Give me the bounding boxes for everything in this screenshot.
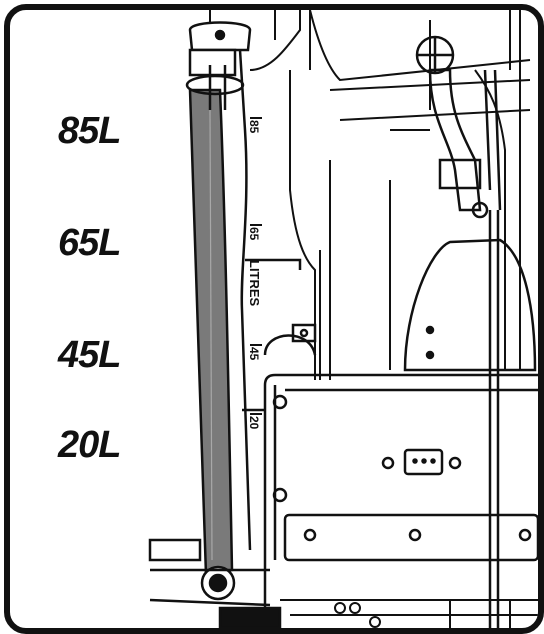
scale-mark-20: 20 [247,416,261,430]
scale-mark-45: 45 [247,347,261,361]
level-label-20: 20L [58,424,121,466]
tube-highlight [209,109,213,561]
diagram-frame: 85 65 45 20 LITRES 85L 65L 45L 20L [4,4,544,634]
tube-bottom-fitting [148,538,282,628]
base-machinery [280,599,538,628]
scale-marks: 85 65 45 20 LITRES [247,117,262,430]
scale-mark-85: 85 [247,120,261,134]
level-label-85: 85L [58,110,121,152]
tank-level-diagram: 85 65 45 20 LITRES [148,10,538,628]
scale-mark-65: 65 [247,227,261,241]
vertical-rods [488,210,500,628]
level-label-45: 45L [58,334,121,376]
left-column [238,49,302,551]
tube-top-cap [185,21,252,110]
bell-cover [403,238,537,372]
tank-housing [263,373,538,610]
level-clip [263,323,317,356]
scale-unit-label: LITRES [247,260,262,307]
machine-body [209,10,531,380]
lever-arm [415,35,502,219]
level-label-65: 65L [58,222,121,264]
